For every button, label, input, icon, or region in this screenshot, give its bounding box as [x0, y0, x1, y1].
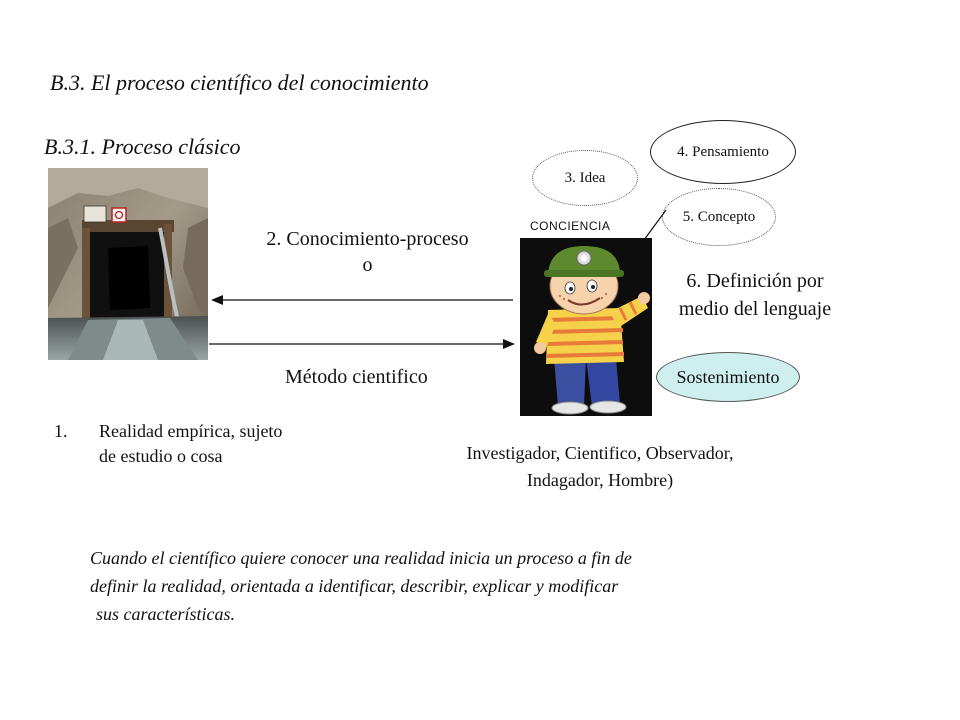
- sostenimiento-ellipse: Sostenimiento: [656, 352, 800, 402]
- idea-label: 3. Idea: [564, 169, 606, 186]
- miner-character-image: [520, 238, 652, 416]
- process-arrows: [209, 295, 515, 349]
- section-title: B.3.1. Proceso clásico: [44, 134, 241, 159]
- conciencia-label: CONCIENCIA: [530, 219, 611, 233]
- concepto-ellipse: 5. Concepto: [662, 188, 776, 246]
- footer-line3: sus características.: [96, 604, 235, 624]
- footer-line1: Cuando el científico quiere conocer una …: [90, 548, 632, 568]
- realidad-line1: Realidad empírica, sujeto: [99, 421, 283, 441]
- realidad-line2: de estudio o cosa: [99, 446, 223, 466]
- realidad-number: 1.: [54, 421, 68, 441]
- investigador-line2: Indagador, Hombre): [526, 470, 674, 490]
- conocimiento-o-label: o: [362, 254, 373, 276]
- idea-ellipse: 3. Idea: [532, 150, 638, 206]
- definicion-line2: medio del lenguaje: [678, 298, 832, 320]
- footer-line2: definir la realidad, orientada a identif…: [90, 576, 619, 596]
- sostenimiento-label: Sostenimiento: [676, 366, 780, 387]
- mine-tunnel-image: [48, 168, 208, 360]
- concepto-label: 5. Concepto: [682, 208, 756, 225]
- definicion-line1: 6. Definición por: [686, 270, 824, 292]
- concepto-connector: [643, 209, 667, 241]
- investigador-line1: Investigador, Cientifico, Observador,: [466, 443, 734, 463]
- conocimiento-proceso-label: 2. Conocimiento-proceso: [266, 228, 469, 250]
- page-title: B.3. El proceso científico del conocimie…: [50, 70, 429, 95]
- metodo-cientifico-label: Método cientifico: [285, 366, 428, 388]
- pensamiento-label: 4. Pensamiento: [677, 143, 769, 160]
- pensamiento-ellipse: 4. Pensamiento: [650, 120, 796, 184]
